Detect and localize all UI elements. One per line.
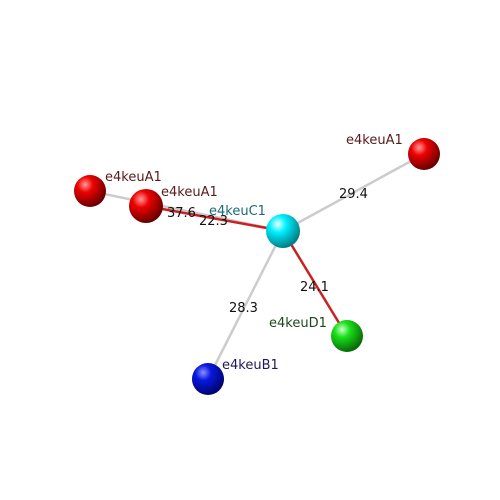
atom-d[interactable] <box>331 320 363 352</box>
atom-a-top-right[interactable] <box>408 138 440 170</box>
distance-line-center-a-left-near <box>145 204 284 233</box>
distance-label-center-b: 28.3 <box>229 301 258 316</box>
atom-center[interactable] <box>266 214 300 248</box>
distance-label-center-d: 24.1 <box>300 280 329 295</box>
atom-label-center: e4keuC1 <box>209 204 266 219</box>
atom-label-a-left-far: e4keuA1 <box>105 170 162 185</box>
distance-label-center-a-top-right: 29.4 <box>339 187 368 202</box>
distance-line-center-a-top-right <box>282 152 425 233</box>
atom-label-d: e4keuD1 <box>269 316 327 331</box>
atom-a-left-far[interactable] <box>74 175 106 207</box>
distance-line-center-d <box>281 230 349 337</box>
atom-label-a-top-right: e4keuA1 <box>346 133 403 148</box>
atom-a-left-near[interactable] <box>129 189 163 223</box>
atom-label-b: e4keuB1 <box>222 358 279 373</box>
distance-line-center-b <box>206 230 285 380</box>
atom-b[interactable] <box>192 363 224 395</box>
atom-label-a-left-near: e4keuA1 <box>161 185 218 200</box>
distance-label-center-a-left-far: 37.6 <box>167 206 196 221</box>
distance-label-center-a-left-near: 22.3 <box>199 214 228 229</box>
